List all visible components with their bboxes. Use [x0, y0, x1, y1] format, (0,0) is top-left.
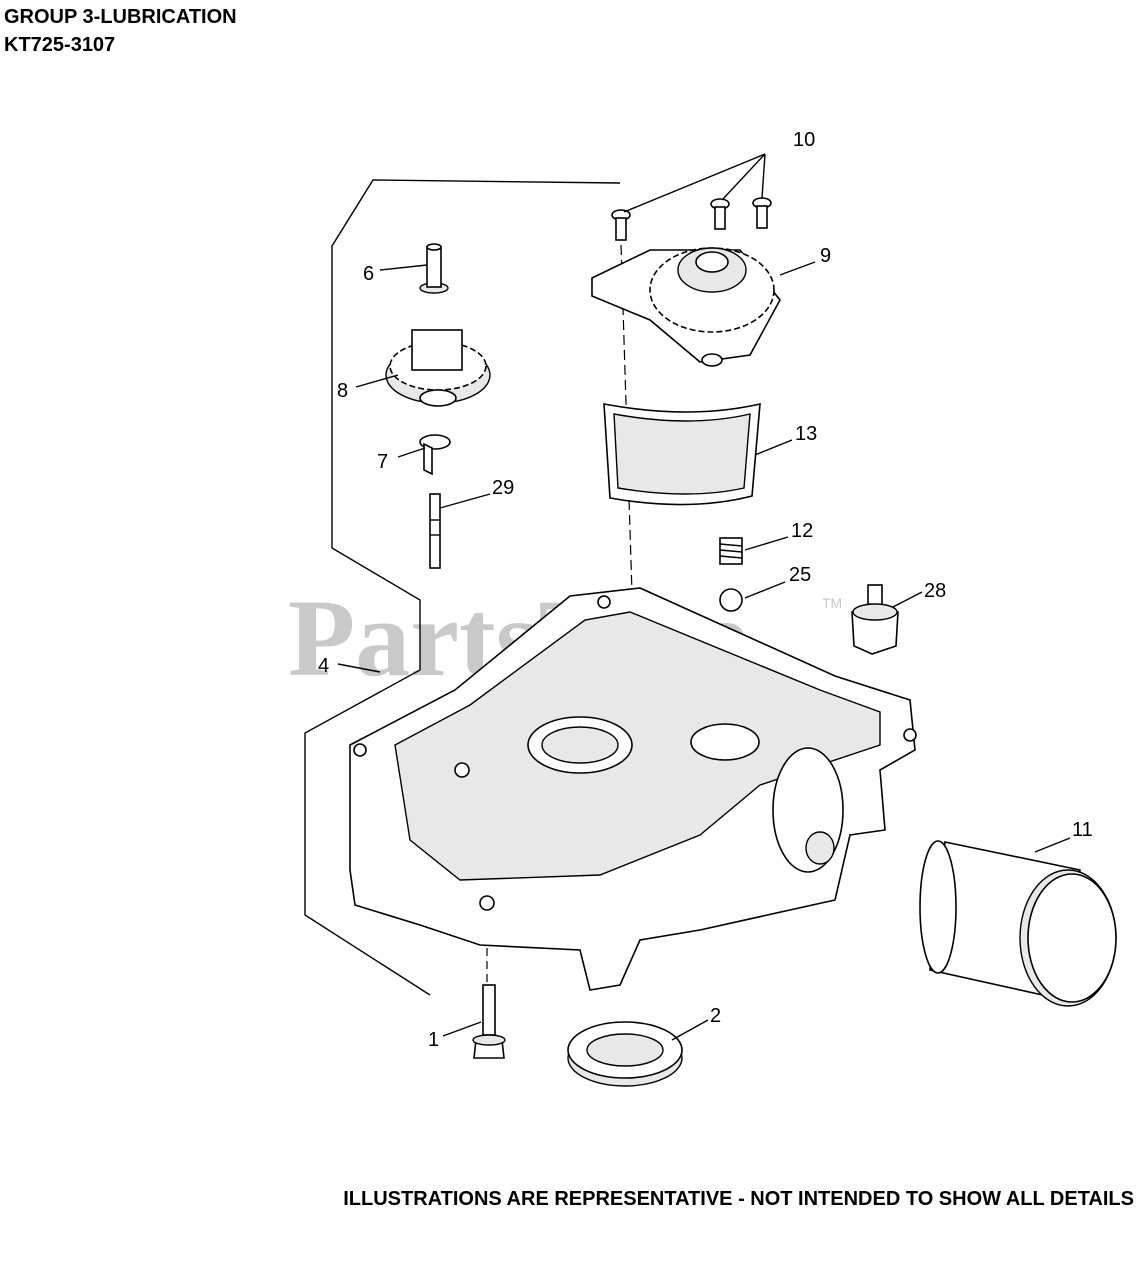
callout-4: 4: [318, 655, 329, 677]
callout-29: 29: [492, 477, 514, 499]
model-number: KT725-3107: [4, 34, 116, 56]
callout-8: 8: [337, 380, 348, 402]
callout-11: 11: [1072, 819, 1093, 841]
callout-2: 2: [710, 1005, 721, 1027]
callout-7: 7: [377, 451, 388, 473]
disclaimer-text: ILLUSTRATIONS ARE REPRESENTATIVE - NOT I…: [343, 1188, 1134, 1210]
callout-10: 10: [793, 129, 815, 151]
part-12-spring[interactable]: [719, 537, 743, 565]
part-13-screen[interactable]: [603, 402, 761, 506]
part-6-pin[interactable]: [419, 243, 449, 294]
callout-6: 6: [363, 263, 374, 285]
part-7-clip[interactable]: [419, 434, 451, 476]
part-11-oil-filter[interactable]: [919, 840, 1117, 1007]
callout-12: 12: [791, 520, 813, 542]
watermark-trademark: TM: [822, 595, 842, 611]
part-4-oil-pan[interactable]: [349, 587, 917, 991]
assembly-boundary: [304, 179, 621, 996]
part-2-oil-seal[interactable]: [567, 1021, 683, 1087]
part-10-screws[interactable]: [611, 197, 772, 241]
part-1-bolt[interactable]: [472, 984, 506, 1059]
part-9-oil-pump[interactable]: [591, 247, 781, 367]
diagram-title: GROUP 3-LUBRICATION: [4, 6, 237, 28]
callout-28: 28: [924, 580, 946, 602]
part-29-shaft[interactable]: [429, 493, 441, 569]
part-25-ball[interactable]: [719, 588, 743, 612]
part-28-pressure-switch[interactable]: [851, 584, 899, 655]
callout-13: 13: [795, 423, 817, 445]
callout-9: 9: [820, 245, 831, 267]
callout-25: 25: [789, 564, 811, 586]
leader-lines: [337, 153, 1071, 1041]
part-8-governor-gear[interactable]: [385, 329, 491, 407]
callout-1: 1: [428, 1029, 439, 1051]
